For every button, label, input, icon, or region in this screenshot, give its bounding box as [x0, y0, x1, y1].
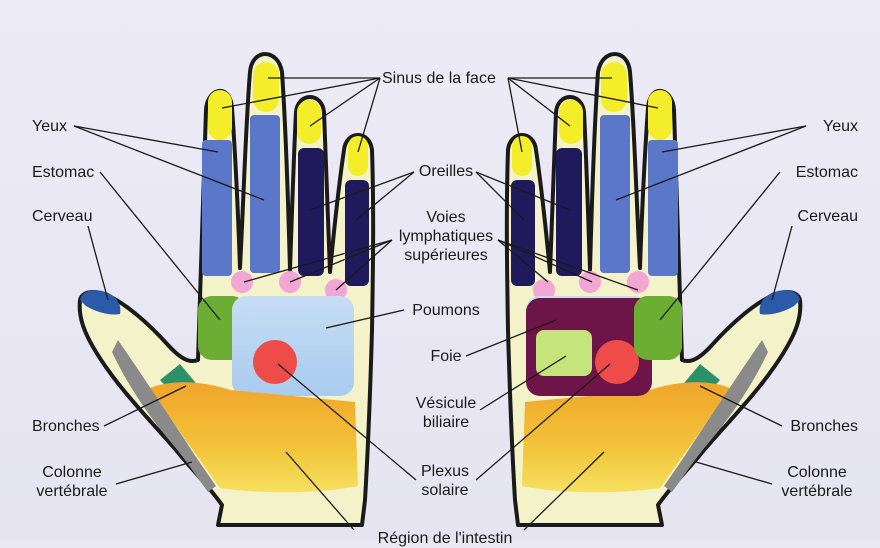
label-plexus-line1: Plexus	[420, 463, 470, 480]
label-yeux-right: Yeux	[823, 118, 858, 135]
label-colonne-left: Colonne vertébrale	[30, 463, 114, 501]
label-plexus-line2: solaire	[421, 482, 469, 499]
label-yeux-left: Yeux	[32, 118, 67, 135]
label-colonne-right: Colonne vertébrale	[774, 463, 860, 501]
label-estomac-right: Estomac	[795, 164, 858, 181]
label-voies-line1: Voies	[426, 209, 466, 226]
left-hand	[77, 52, 376, 527]
label-oreilles: Oreilles	[418, 163, 474, 180]
label-vesicule: Vésicule biliaire	[408, 394, 484, 432]
label-colonne-right-line1: Colonne	[787, 464, 847, 481]
label-cerveau-left: Cerveau	[32, 208, 93, 225]
right-hand-organs	[526, 296, 682, 396]
label-voies: Voies lymphatiques supérieures	[388, 208, 504, 265]
label-voies-line3: supérieures	[404, 247, 488, 264]
leader-lines	[73, 77, 807, 531]
label-bronches-left: Bronches	[32, 418, 100, 435]
label-plexus: Plexus solaire	[412, 462, 478, 500]
right-hand	[504, 52, 803, 527]
label-voies-line2: lymphatiques	[398, 228, 494, 245]
label-estomac-left: Estomac	[32, 164, 95, 181]
label-colonne-left-line2: vertébrale	[36, 483, 108, 500]
label-colonne-right-line2: vertébrale	[781, 483, 853, 500]
label-vesicule-line1: Vésicule	[415, 395, 477, 412]
label-foie: Foie	[430, 348, 462, 365]
label-bronches-right: Bronches	[790, 418, 858, 435]
label-poumons: Poumons	[412, 302, 480, 319]
label-vesicule-line2: biliaire	[422, 414, 470, 431]
label-intestin: Région de l'intestin	[377, 530, 513, 547]
label-colonne-left-line1: Colonne	[42, 464, 102, 481]
label-sinus: Sinus de la face	[382, 70, 496, 87]
label-cerveau-right: Cerveau	[797, 208, 858, 225]
